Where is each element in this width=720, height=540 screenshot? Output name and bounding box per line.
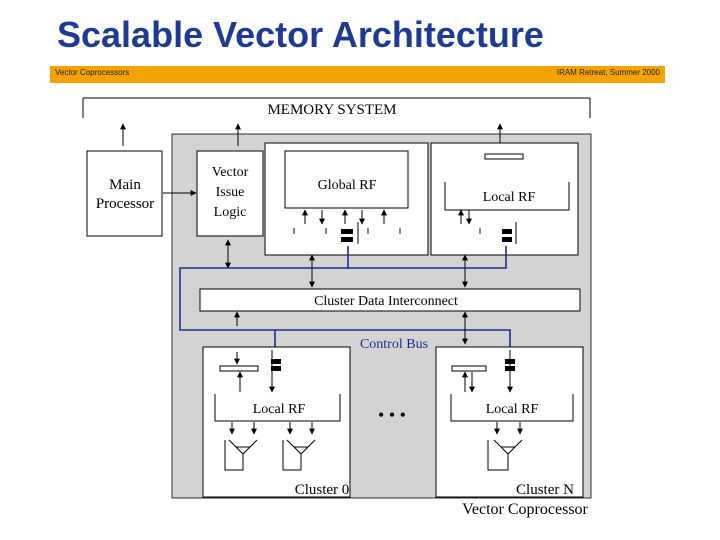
- cluster-0-mux-top: [271, 359, 281, 364]
- upper-to-interconnect-links: [225, 239, 468, 288]
- cluster-data-interconnect-label: Cluster Data Interconnect: [314, 294, 458, 309]
- cluster-n-mux-top: [505, 359, 515, 364]
- header-bar: Vector Coprocessors IRAM Retreat, Summer…: [50, 66, 665, 83]
- global-mux-bottom: [341, 237, 353, 242]
- header-right-text: IRAM Retreat, Summer 2000: [556, 68, 660, 77]
- control-bus-lines: [179, 246, 511, 348]
- global-rf-box: [284, 150, 409, 209]
- cluster-0-register: [219, 365, 259, 372]
- local-mux-top: [502, 229, 512, 234]
- slide-title: Scalable Vector Architecture: [57, 14, 544, 55]
- vector-issue-line1: Vector: [212, 165, 249, 180]
- cluster-n-mux-bottom: [505, 366, 515, 371]
- cluster-n-register: [451, 365, 487, 372]
- local-mux-bottom: [502, 237, 512, 242]
- local-rf-top-ports: [458, 209, 517, 244]
- local-rf-top-register: [484, 153, 524, 160]
- vector-issue-line2: Issue: [216, 185, 245, 200]
- vector-issue-line3: Logic: [214, 205, 247, 220]
- control-bus-label: Control Bus: [360, 337, 428, 352]
- cluster-0-box: [202, 346, 351, 498]
- ellipsis-label: • • •: [378, 405, 406, 425]
- main-processor-line2: Processor: [96, 196, 154, 212]
- cluster-0-local-rf-label: Local RF: [253, 402, 306, 417]
- memory-system-box: [82, 97, 591, 118]
- cluster-0-alus: [224, 422, 316, 471]
- vector-coprocessor-label: Vector Coprocessor: [462, 501, 588, 518]
- cluster-n-label: Cluster N: [516, 482, 574, 498]
- header-left-text: Vector Coprocessors: [55, 68, 130, 77]
- main-processor-line1: Main: [109, 177, 141, 193]
- cluster-data-interconnect-box: [199, 288, 581, 312]
- cluster-0-mux-bottom: [271, 366, 281, 371]
- cluster-n-local-rf-label: Local RF: [486, 402, 539, 417]
- local-rf-top-bracket: [444, 182, 570, 211]
- global-rf-label: Global RF: [318, 178, 377, 193]
- main-processor-box: [86, 150, 163, 237]
- memory-system-label: MEMORY SYSTEM: [267, 102, 396, 118]
- global-rf-ports: [293, 209, 401, 244]
- vector-issue-logic-box: [196, 150, 264, 237]
- global-mux-top: [341, 229, 353, 234]
- interconnect-down-links: [234, 311, 468, 345]
- local-rf-cluster-top-box: [430, 142, 579, 256]
- cluster-n-rf-bracket: [450, 394, 574, 422]
- local-rf-top-label: Local RF: [483, 190, 536, 205]
- cluster-0-rf-bracket: [214, 394, 341, 422]
- cluster-0-label: Cluster 0: [295, 482, 350, 498]
- cluster-n-alu: [487, 422, 523, 471]
